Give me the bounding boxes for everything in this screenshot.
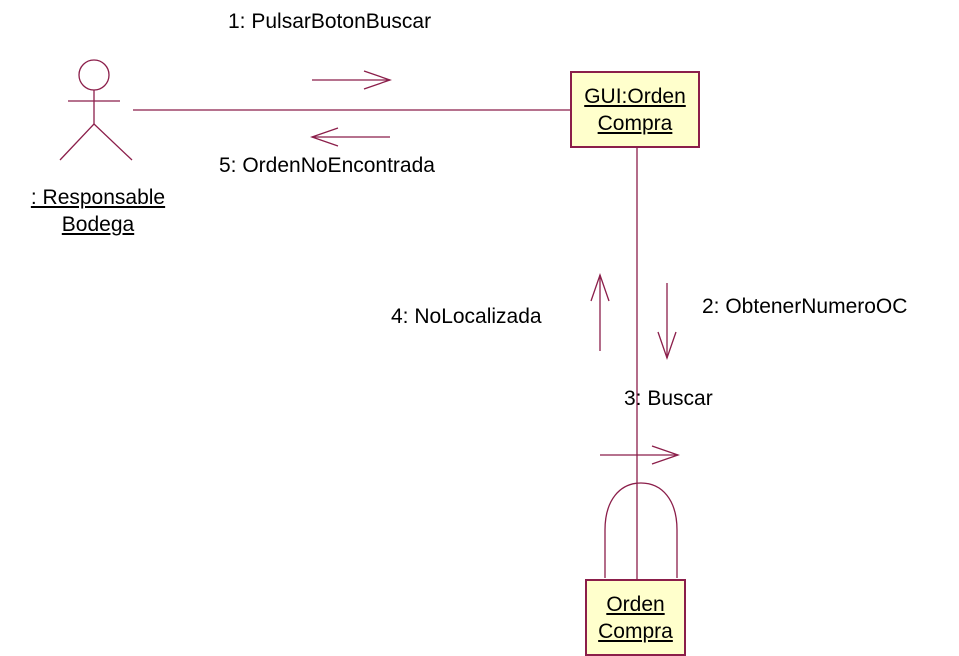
- actor-figure: [59, 59, 133, 161]
- object-orden-line2: Compra: [598, 619, 673, 643]
- actor-name-line1: : Responsable: [30, 186, 166, 209]
- object-orden-compra[interactable]: Orden Compra: [585, 579, 686, 656]
- self-loop: [604, 482, 678, 578]
- message-arrow-1: [312, 70, 392, 90]
- message-arrow-2: [657, 283, 677, 360]
- message-label-2: 2: ObtenerNumeroOC: [702, 295, 908, 318]
- message-arrow-4: [590, 273, 610, 351]
- message-label-1: 1: PulsarBotonBuscar: [228, 10, 432, 33]
- actor-responsable-bodega[interactable]: : Responsable Bodega: [8, 184, 188, 238]
- message-label-4: 4: NoLocalizada: [391, 305, 542, 328]
- object-gui-line2: Compra: [597, 111, 673, 135]
- object-orden-line1: Orden: [606, 592, 665, 616]
- object-gui-orden-compra[interactable]: GUI:Orden Compra: [570, 71, 700, 148]
- actor-name-line2: Bodega: [61, 213, 135, 236]
- object-gui-line1: GUI:Orden: [584, 84, 686, 108]
- message-arrow-5: [310, 127, 390, 147]
- message-arrow-3: [600, 445, 680, 465]
- message-label-3: 3: Buscar: [624, 387, 713, 410]
- message-label-5: 5: OrdenNoEncontrada: [219, 154, 435, 177]
